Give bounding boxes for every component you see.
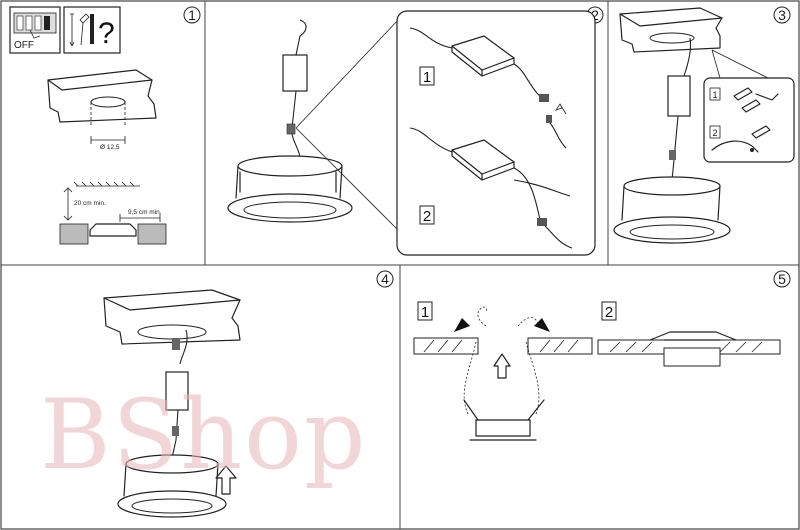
off-label: OFF — [14, 40, 34, 51]
clip-option-1: 1 — [712, 90, 717, 100]
downlight-body — [614, 177, 730, 243]
step-1-panel: OFF ? Ø 12,5 20 cm min. — [10, 7, 166, 244]
question-mark: ? — [98, 17, 115, 50]
step-3-badge: 3 — [774, 7, 790, 23]
clearance-height-label: 20 cm min. — [74, 200, 106, 207]
ceiling-slab: Ø 12,5 — [48, 70, 156, 151]
option-2-label: 2 — [423, 208, 431, 225]
step-5-badge: 5 — [774, 271, 790, 287]
step-5-number: 5 — [778, 271, 786, 287]
step-4-badge: 4 — [377, 271, 393, 287]
watermark: BShop — [40, 379, 367, 491]
ceiling-panel-right — [528, 338, 592, 354]
downlight-assembly — [228, 20, 352, 222]
step-4-number: 4 — [381, 271, 389, 287]
driver-box — [668, 76, 690, 116]
power-off-icon: OFF — [10, 7, 60, 53]
ceiling-panel-left — [414, 338, 478, 354]
step-5-panel: 1 2 — [414, 302, 780, 440]
clearance-side-label: 9,5 cm min. — [128, 209, 162, 216]
clip-option-2: 2 — [712, 128, 717, 138]
step5-option-2-label: 2 — [605, 304, 613, 321]
step-3-panel: 1 2 — [614, 8, 794, 243]
step-2-panel: 1 2 — [228, 11, 595, 255]
step-4-panel: BShop — [40, 290, 367, 517]
up-arrow-icon — [494, 354, 510, 378]
step-1-number: 1 — [188, 7, 196, 23]
clearance-section: 20 cm min. 9,5 cm min. — [60, 182, 166, 244]
step5-option-1-label: 1 — [421, 304, 429, 321]
ceiling-slab — [104, 290, 240, 344]
installed-view — [598, 332, 780, 366]
option-1-label: 1 — [423, 69, 431, 86]
downlight-side-view — [464, 400, 544, 440]
tools-icon: ? — [64, 7, 120, 53]
ceiling-slab — [620, 8, 722, 52]
step-3-number: 3 — [778, 7, 786, 23]
spring-arrow-left-icon — [454, 318, 470, 332]
hole-diameter-label: Ø 12,5 — [100, 144, 120, 151]
step-1-badge: 1 — [184, 7, 200, 23]
